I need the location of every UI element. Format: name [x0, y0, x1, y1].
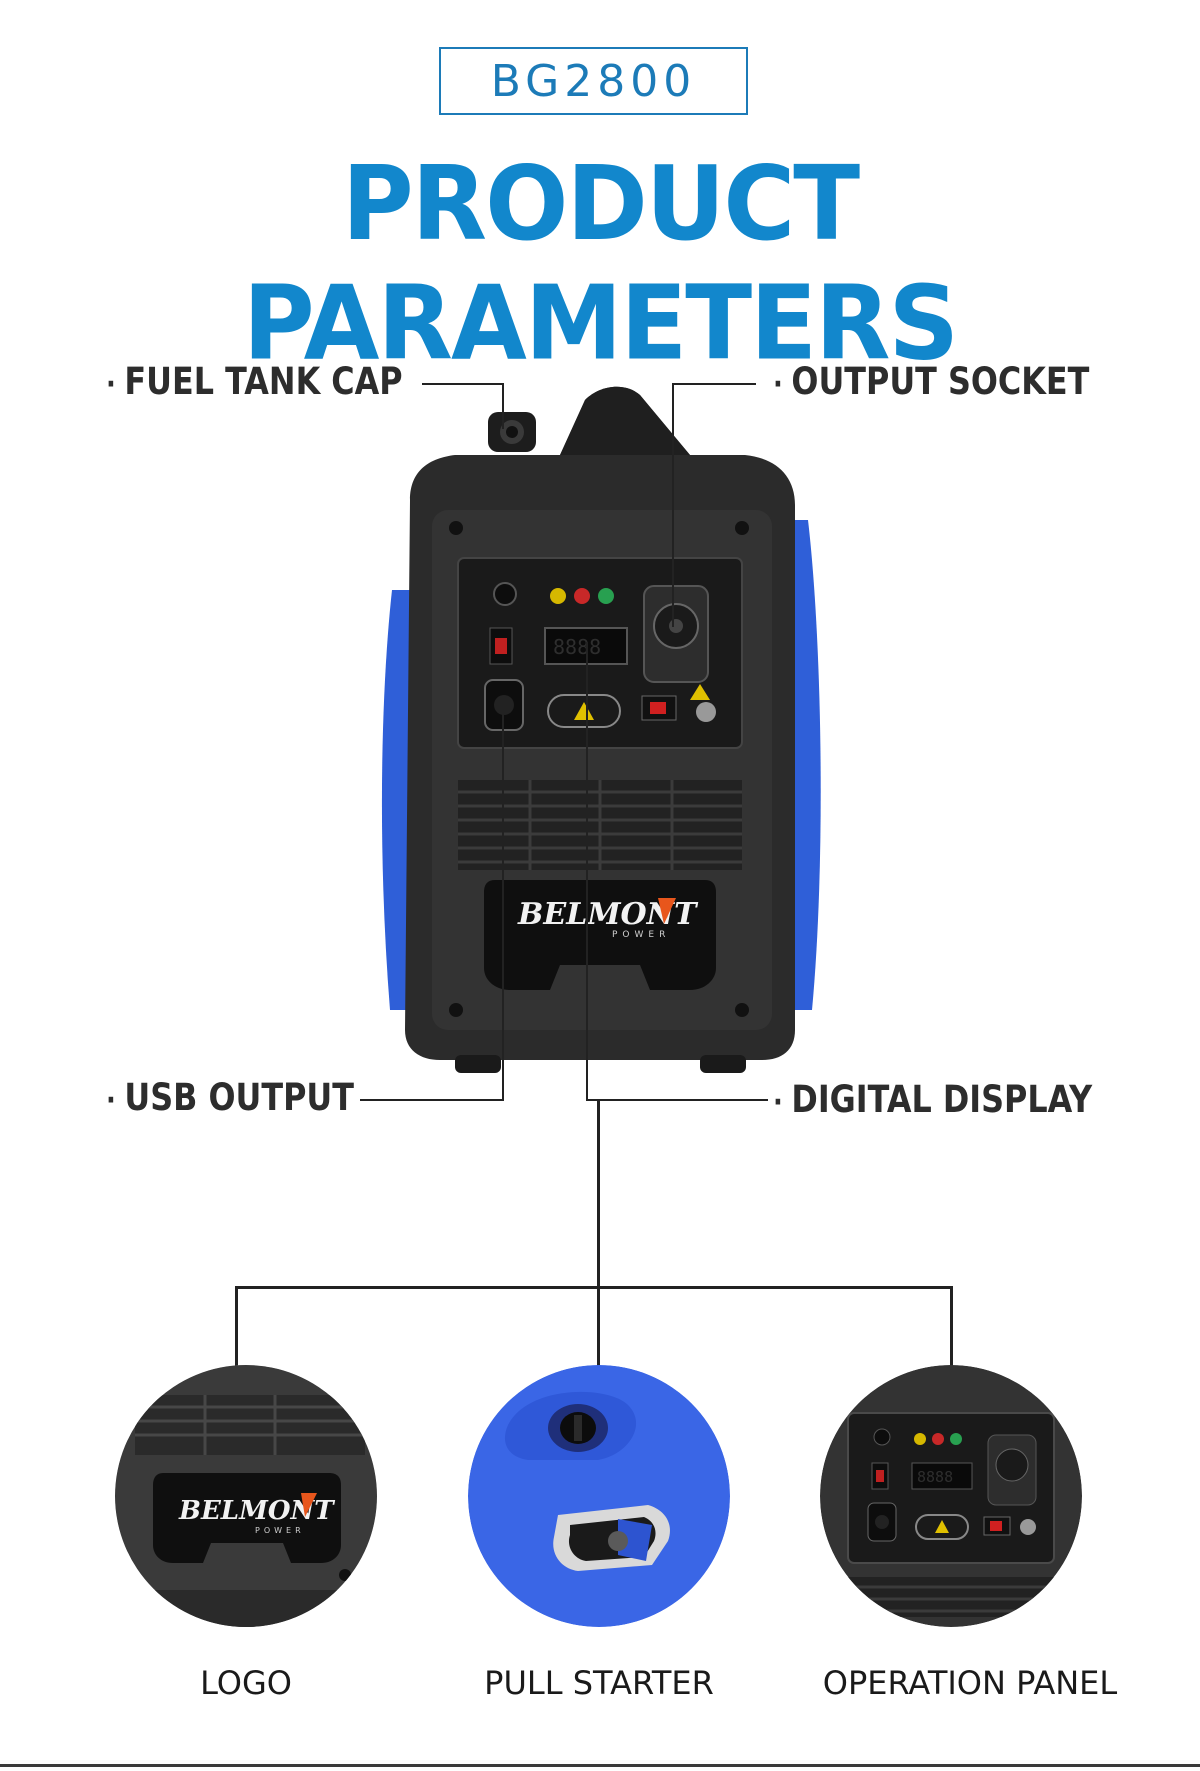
logo-closeup-icon: BELMONT POWER: [115, 1365, 377, 1627]
callout-output-socket-label: OUTPUT SOCKET: [791, 360, 1090, 403]
svg-text:8888: 8888: [917, 1468, 953, 1486]
detail-pull-starter-image: [468, 1365, 730, 1627]
callout-digital-display: ·DIGITAL DISPLAY: [773, 1078, 1092, 1121]
callout-output-socket: ·OUTPUT SOCKET: [773, 360, 1089, 403]
detail-brand-sub: POWER: [255, 1526, 305, 1535]
model-label: BG2800: [490, 55, 697, 107]
callout-usb-output-label: USB OUTPUT: [124, 1076, 354, 1119]
bullet-dot: ·: [106, 367, 116, 402]
detail-operation-panel-image: 8888: [820, 1365, 1082, 1627]
callout-fuel-tank-cap-label: FUEL TANK CAP: [124, 360, 403, 403]
bullet-dot: ·: [773, 1085, 783, 1120]
brand-logo-sub: POWER: [612, 930, 670, 940]
caption-logo: LOGO: [200, 1664, 292, 1702]
callout-usb-output: ·USB OUTPUT: [106, 1076, 354, 1119]
svg-text:8888: 8888: [553, 635, 601, 659]
callout-fuel-tank-cap: ·FUEL TANK CAP: [106, 360, 403, 403]
bullet-dot: ·: [773, 367, 783, 402]
callout-digital-display-label: DIGITAL DISPLAY: [791, 1078, 1093, 1121]
caption-pull-starter: PULL STARTER: [484, 1664, 714, 1702]
detail-logo-image: BELMONT POWER: [115, 1365, 377, 1627]
pull-starter-closeup-icon: [468, 1365, 730, 1627]
bullet-dot: ·: [106, 1083, 116, 1118]
bottom-divider: [0, 1764, 1200, 1767]
caption-operation-panel: OPERATION PANEL: [822, 1664, 1118, 1702]
page-title: PRODUCT PARAMETERS: [242, 144, 959, 384]
model-badge: BG2800: [439, 47, 748, 115]
operation-panel-closeup-icon: 8888: [820, 1365, 1082, 1627]
